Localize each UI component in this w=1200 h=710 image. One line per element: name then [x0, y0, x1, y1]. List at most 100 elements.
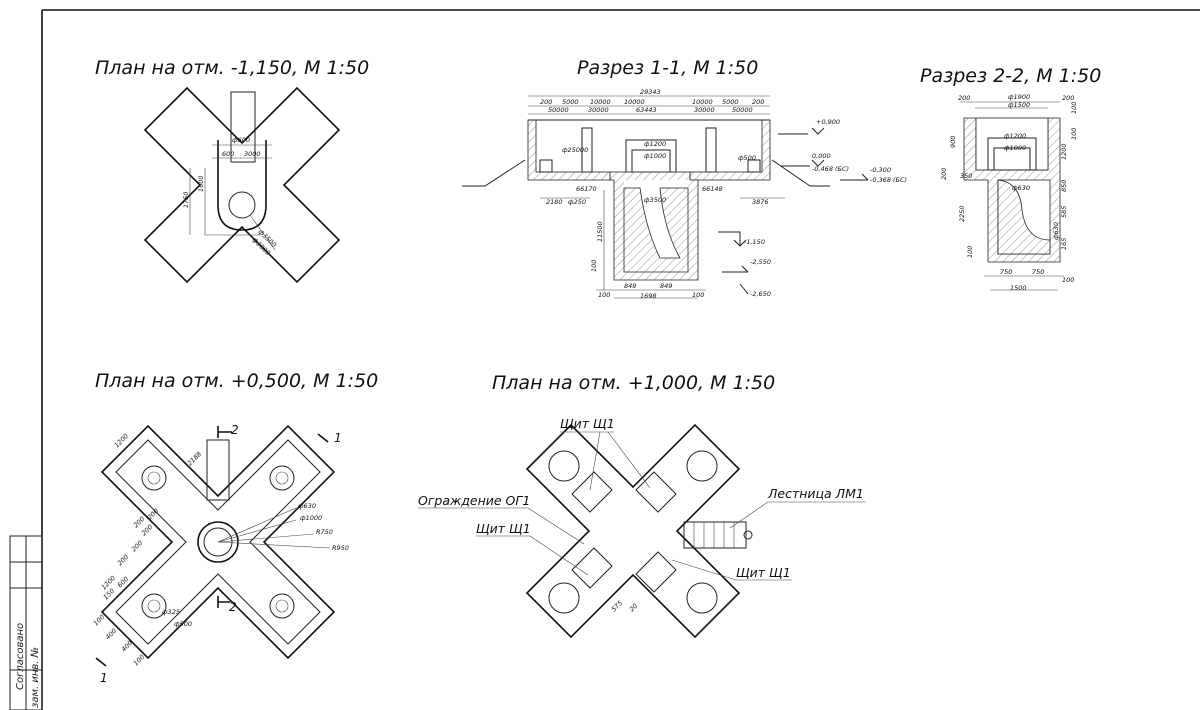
dim-s2-14: 585	[1060, 206, 1068, 218]
dim-pl-3: 3000	[244, 150, 261, 158]
dim-s1-29: 100	[692, 291, 704, 299]
level-s1-3: -0,468 (БС)	[812, 165, 849, 173]
dim-s1-14: ф1200	[644, 140, 666, 148]
dim-s1-12: 50000	[732, 106, 753, 114]
section-11-title: Разрез 1-1, М 1:50	[577, 57, 758, 79]
cut-mark-1-bottom: 1	[100, 671, 108, 685]
dim-pm-18: 200	[146, 507, 160, 521]
dim-s2-18: 100	[966, 246, 974, 258]
dim-s2-8: 900	[949, 136, 957, 148]
dim-pm-13: 400	[104, 627, 118, 641]
dim-s2-15: 2250	[958, 205, 966, 222]
dim-s2-5: ф1200	[1004, 132, 1026, 140]
dim-s1-19: ф3500	[644, 196, 666, 204]
dim-s2-13: 850	[1060, 180, 1068, 192]
dim-s2-9: 1200	[1060, 143, 1068, 160]
section-11-drawing: 29343 200 5000 10000 10000 10000 5000 20…	[462, 88, 907, 300]
dim-s2-0: 200	[958, 94, 970, 102]
dim-s1-7: 200	[752, 98, 764, 106]
dim-s1-0: 29343	[640, 88, 661, 96]
level-s1-2: 0,000	[812, 152, 831, 160]
dim-s1-26: 849	[660, 282, 672, 290]
callout-ladder: Лестница ЛМ1	[767, 486, 864, 501]
dim-s1-4: 10000	[624, 98, 645, 106]
dim-s1-5: 10000	[692, 98, 713, 106]
dim-s1-2: 5000	[562, 98, 579, 106]
callout-fence: Ограждение ОГ1	[418, 493, 530, 508]
level-s1-4: -0,300	[870, 166, 891, 174]
dim-s2-11: 350	[960, 172, 972, 180]
dim-s2-4: 100	[1070, 102, 1078, 114]
plan-mid-title: План на отм. +0,500, М 1:50	[95, 370, 378, 392]
dim-pm-6: ф325	[162, 608, 180, 616]
dim-s2-10: 200	[940, 168, 948, 180]
dim-pl-1: ф600	[232, 136, 250, 144]
dim-pm-5: 2188	[186, 450, 203, 467]
callout-shield-left: Щит Щ1	[476, 521, 531, 536]
dim-s2-1: ф1900	[1008, 93, 1030, 101]
dim-s1-9: 30000	[588, 106, 609, 114]
dim-s2-20: 750	[1032, 268, 1044, 276]
dim-pm-2: R750	[316, 528, 333, 536]
level-s1-7: -2,550	[750, 258, 771, 266]
dim-s1-27: 1698	[640, 292, 657, 300]
dim-s1-13: ф25000	[562, 146, 588, 154]
plan-top-title: План на отм. +1,000, М 1:50	[492, 372, 775, 394]
level-s1-1: +0,900	[816, 118, 840, 126]
cut-mark-2-top: 2	[231, 423, 239, 437]
dim-pm-0: ф630	[298, 502, 316, 510]
dim-s1-20: 2180	[546, 198, 563, 206]
dim-s2-6: ф1000	[1004, 144, 1026, 152]
dim-s1-21: ф250	[568, 198, 586, 206]
dim-s2-7: 100	[1070, 128, 1078, 140]
plan-low-title: План на отм. -1,150, М 1:50	[95, 57, 369, 79]
dim-s1-11: 30000	[694, 106, 715, 114]
dim-s1-25: 849	[624, 282, 636, 290]
section-22-title: Разрез 2-2, М 1:50	[920, 65, 1101, 87]
dim-s2-2: 200	[1062, 94, 1074, 102]
dim-pm-3: R950	[332, 544, 349, 552]
dim-pl-2: 600	[222, 150, 234, 158]
dim-pl-5: 1750	[182, 191, 190, 208]
dim-s1-24: 100	[590, 260, 598, 272]
section-22-drawing: 200 ф1900 200 ф1500 100 ф1200 ф1000 100 …	[940, 93, 1078, 292]
dim-pt-1: 20	[628, 602, 640, 614]
cut-mark-1-top: 1	[334, 431, 342, 445]
dim-pm-1: ф1000	[300, 514, 322, 522]
dim-pm-7: ф500	[174, 620, 192, 628]
level-s1-8: -2,650	[750, 290, 771, 298]
callout-shield-right: Щит Щ1	[736, 565, 791, 580]
dim-s1-17: 66170	[576, 185, 597, 193]
dim-s1-8: 50000	[548, 106, 569, 114]
dim-s1-16: ф500	[738, 154, 756, 162]
dim-s2-16: ф630	[1052, 222, 1060, 240]
approval-stamp: Согласовано зам. инв. №	[9, 535, 43, 710]
cut-mark-2-bottom: 2	[229, 600, 237, 614]
dim-s2-21: 100	[1062, 276, 1074, 284]
callout-shield-top: Щит Щ1	[560, 416, 615, 431]
dim-s1-28: 100	[598, 291, 610, 299]
dim-s1-23: 11500	[596, 221, 604, 242]
dim-s2-3: ф1500	[1008, 101, 1030, 109]
dim-s2-19: 750	[1000, 268, 1012, 276]
plan-top-drawing: 575 20 Щит Щ1 Ограждение ОГ1 Щит Щ1 Лест…	[418, 416, 866, 639]
dim-pm-11: 600	[116, 575, 130, 589]
dim-s2-22: 1500	[1010, 284, 1027, 292]
stamp-inv-text: зам. инв. №	[30, 647, 41, 708]
dim-s2-12: ф630	[1012, 184, 1030, 192]
plan-low-drawing: ф600 600 3000 1600 1750 ф3500 ф3000	[143, 86, 341, 284]
plan-mid-drawing: ф630 ф1000 R750 R950 1 200 2188 ф325 ф500…	[92, 423, 349, 685]
dim-pm-9: 200	[130, 539, 144, 553]
dim-s1-3: 10000	[590, 98, 611, 106]
stamp-agreed-text: Согласовано	[15, 623, 26, 690]
level-marks-11: +0,900 0,000 -0,468 (БС) -0,300 -0,368 (…	[718, 118, 907, 298]
dim-pm-10: 200	[116, 553, 130, 567]
dim-pt-0: 575	[610, 599, 624, 613]
dim-s1-6: 5000	[722, 98, 739, 106]
dim-s1-10: 63443	[636, 106, 657, 114]
dim-s1-22: 3876	[752, 198, 769, 206]
ladder-lm1	[683, 521, 753, 549]
dim-s1-1: 200	[540, 98, 552, 106]
dim-pm-8: 200	[140, 523, 154, 537]
